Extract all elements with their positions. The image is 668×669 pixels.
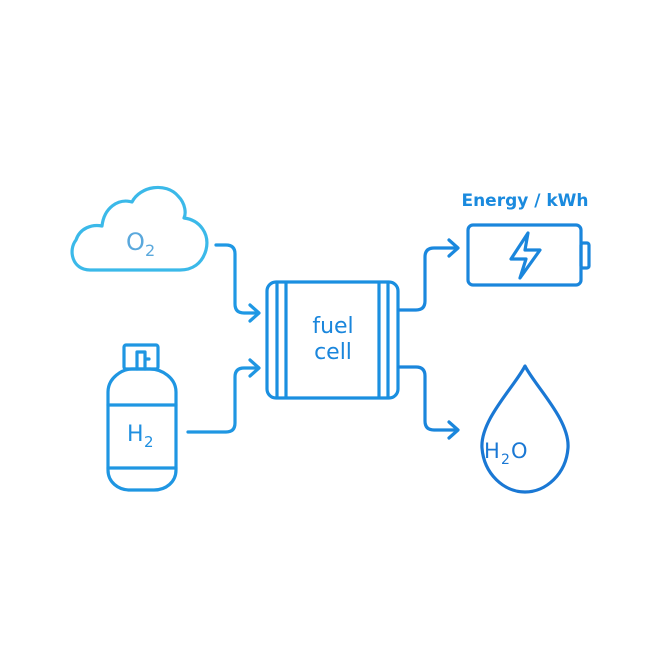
water-label-h: H xyxy=(484,439,500,463)
gas-cylinder-icon: H 2 xyxy=(106,343,178,492)
water-label-subscript: 2 xyxy=(501,452,510,468)
battery-bolt-icon xyxy=(466,223,591,287)
arrow-cell-to-water xyxy=(397,365,460,440)
fuel-cell-label-line1: fuel xyxy=(312,314,353,339)
oxygen-label: O xyxy=(126,228,145,256)
arrow-hydrogen-to-cell xyxy=(186,358,261,434)
arrow-cell-to-energy xyxy=(397,238,460,312)
oxygen-subscript: 2 xyxy=(145,241,155,260)
water-label-o: O xyxy=(511,439,528,463)
hydrogen-subscript: 2 xyxy=(144,433,154,451)
energy-label: Energy / kWh xyxy=(461,191,588,211)
fuel-cell-label-line2: cell xyxy=(314,340,352,365)
cloud-icon: O 2 xyxy=(70,185,209,272)
fuel-cell-block: fuel cell xyxy=(265,280,400,400)
water-drop-icon: H 2 O xyxy=(480,364,570,494)
arrow-oxygen-to-cell xyxy=(214,243,261,323)
hydrogen-label: H xyxy=(127,422,144,447)
